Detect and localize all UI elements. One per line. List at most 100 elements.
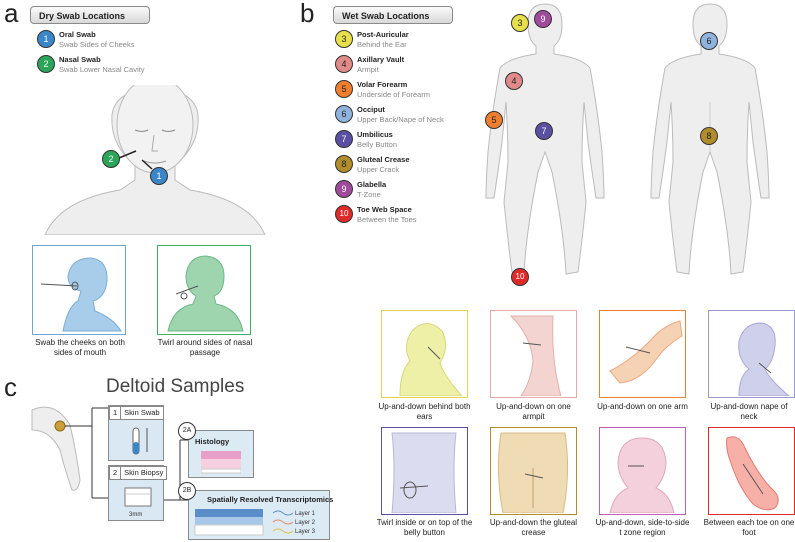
biopsy-scale-label: 3mm (129, 512, 143, 518)
gluteal-panel (490, 427, 577, 515)
wet-legend-sub-7: Belly Button (357, 140, 398, 149)
oral-swab-panel (32, 245, 126, 335)
wet-legend-sub-5: Underside of Forearm (357, 90, 430, 99)
histology-num-badge: 2A (178, 422, 196, 440)
panel-label-c: c (4, 372, 17, 402)
wet-legend-badge-6: 6 (335, 105, 353, 123)
umbilicus-panel (381, 427, 468, 515)
glabella-illustration (609, 437, 675, 514)
biopsy-sample-icon (124, 487, 152, 507)
gluteal-illustration (497, 432, 569, 514)
umbilicus-caption: Twirl inside or on top of the belly butt… (376, 518, 473, 537)
wet-legend-title-4: Axillary Vault (357, 55, 405, 64)
post-auricular-caption: Up-and-down behind both ears (378, 402, 471, 421)
wet-legend-badge-9: 9 (335, 180, 353, 198)
layer-waves-icon (273, 510, 293, 534)
occiput-caption: Up-and-down nape of neck (710, 402, 788, 421)
skin-biopsy-num: 2 (113, 467, 122, 479)
gluteal-caption: Up-and-down the gluteal crease (489, 518, 578, 537)
toe-web-panel (708, 427, 795, 515)
wet-legend-badge-10: 10 (335, 205, 353, 223)
histology-slide-icon (201, 451, 241, 474)
body-marker-6: 6 (700, 32, 718, 50)
axillary-caption: Up-and-down on one armpit (496, 402, 571, 421)
transcriptomics-num-badge: 2B (178, 482, 196, 500)
oral-swab-caption: Swab the cheeks on both sides of mouth (35, 338, 125, 357)
wet-legend-title-6: Occiput (357, 105, 385, 114)
transcriptomics-box: Spatially Resolved Transcriptomics Layer… (188, 490, 334, 540)
post-auricular-illustration (399, 323, 464, 397)
layer-2-label: Layer 2 (295, 520, 316, 526)
face-marker-1: 1 (150, 167, 168, 185)
volar-forearm-illustration (609, 320, 683, 384)
umbilicus-illustration (391, 432, 457, 514)
skin-swab-label: Skin Swab (124, 408, 160, 417)
skin-biopsy-label: Skin Biopsy (124, 468, 164, 477)
body-marker-5: 5 (485, 111, 503, 129)
dry-legend-title-1: Oral Swab (59, 30, 96, 39)
wet-legend-sub-10: Between the Toes (357, 215, 417, 224)
toe-web-caption: Between each toe on one foot (703, 518, 795, 537)
wet-legend-badge-7: 7 (335, 130, 353, 148)
histology-label: Histology (195, 437, 230, 446)
histology-box: Histology (188, 430, 254, 478)
nasal-swab-panel (157, 245, 251, 335)
wet-legend-badge-8: 8 (335, 155, 353, 173)
panel-label-a: a (4, 0, 19, 28)
transcriptomics-label: Spatially Resolved Transcriptomics (207, 495, 334, 504)
volar-forearm-panel (599, 310, 686, 398)
wet-legend-title-8: Gluteal Crease (357, 155, 410, 164)
nasal-arrow (118, 150, 137, 159)
wet-legend-sub-4: Armpit (357, 65, 379, 74)
wet-legend-badge-4: 4 (335, 55, 353, 73)
dry-swab-header: Dry Swab Locations (30, 6, 150, 24)
dry-legend-badge-1: 1 (37, 30, 55, 48)
oral-swab-illustration (40, 257, 122, 332)
layer-3-label: Layer 3 (295, 529, 316, 535)
layer-1-label: Layer 1 (295, 511, 316, 517)
skin-swab-num: 1 (113, 407, 122, 419)
body-marker-4: 4 (505, 72, 523, 90)
body-marker-8: 8 (700, 127, 718, 145)
oral-arrow (141, 159, 153, 170)
toe-web-illustration (726, 436, 779, 511)
dry-legend-sub-1: Swab Sides of Cheeks (59, 40, 135, 49)
wet-legend-sub-8: Upper Crack (357, 165, 400, 174)
transcriptomics-slide-icon (194, 509, 264, 536)
wet-legend-title-5: Volar Forearm (357, 80, 408, 89)
body-marker-7: 7 (535, 122, 553, 140)
panel-label-b: b (300, 0, 315, 28)
face-illustration (44, 85, 266, 235)
volar-forearm-caption: Up-and-down on one arm (597, 402, 688, 411)
wet-legend-sub-6: Upper Back/Nape of Neck (357, 115, 444, 124)
dry-legend-title-2: Nasal Swab (59, 55, 101, 64)
glabella-caption: Up-and-down, side-to-side t zone region (595, 518, 690, 537)
occiput-illustration (738, 322, 791, 397)
dry-legend-badge-2: 2 (37, 55, 55, 73)
body-marker-10: 10 (511, 268, 529, 286)
occiput-panel (708, 310, 795, 398)
nasal-swab-caption: Twirl around sides of nasal passage (157, 338, 253, 357)
dry-legend-sub-2: Swab Lower Nasal Cavity (59, 65, 145, 74)
wet-legend-title-3: Post-Auricular (357, 30, 409, 39)
body-front-illustration (485, 3, 605, 275)
wet-swab-header: Wet Swab Locations (333, 6, 453, 24)
post-auricular-panel (381, 310, 468, 398)
swab-tube-icon (132, 427, 148, 455)
wet-legend-title-7: Umbilicus (357, 130, 393, 139)
wet-legend-sub-3: Behind the Ear (357, 40, 407, 49)
face-marker-2: 2 (102, 150, 120, 168)
deltoid-title: Deltoid Samples (106, 376, 245, 397)
body-marker-3: 3 (511, 14, 529, 32)
axillary-panel (490, 310, 577, 398)
axillary-illustration (509, 315, 562, 397)
wet-legend-sub-9: T-Zone (357, 190, 381, 199)
wet-legend-badge-3: 3 (335, 30, 353, 48)
wet-legend-title-9: Glabella (357, 180, 387, 189)
wet-legend-title-10: Toe Web Space (357, 205, 412, 214)
glabella-panel (599, 427, 686, 515)
